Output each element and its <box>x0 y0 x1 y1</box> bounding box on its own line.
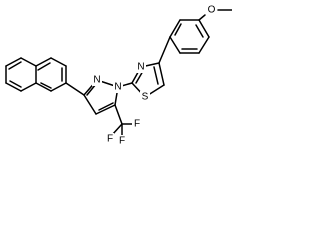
fluorine-label-1: F <box>134 119 140 130</box>
bond-layer <box>5 9 232 138</box>
methoxyphenyl-ring <box>169 19 210 54</box>
atom-label-layer: O N S N N F F F <box>92 4 217 147</box>
bond-aryl-thiazole <box>158 36 171 64</box>
methoxy-oxygen-atom: O <box>206 4 217 16</box>
thiazole-nitrogen-atom: N <box>136 61 146 73</box>
pyrazole-n2-label: N <box>93 75 100 86</box>
thiazole-sulfur-atom: S <box>140 91 150 103</box>
thiazole-nitrogen-label: N <box>137 62 144 73</box>
methoxy-oxygen-label: O <box>208 5 216 16</box>
thiazole-sulfur-label: S <box>142 92 149 103</box>
bond-pyrazole-naphthyl <box>65 82 85 96</box>
bond-oxygen-aryl <box>198 14 206 21</box>
fluorine-label-3: F <box>119 136 125 147</box>
pyrazole-n2-atom: N <box>92 74 102 86</box>
pyrazole-n1-label: N <box>114 82 121 93</box>
fluorine-atom-2: F <box>105 133 114 145</box>
fluorine-atom-3: F <box>118 135 127 147</box>
fluorine-label-2: F <box>107 134 113 145</box>
pyrazole-n1-atom: N <box>113 81 123 93</box>
fluorine-atom-1: F <box>132 118 141 130</box>
chemical-structure-diagram: O N S N N F F F <box>5 4 232 147</box>
naphthalene-ring-system <box>5 57 67 92</box>
trifluoromethyl-group <box>111 104 136 138</box>
